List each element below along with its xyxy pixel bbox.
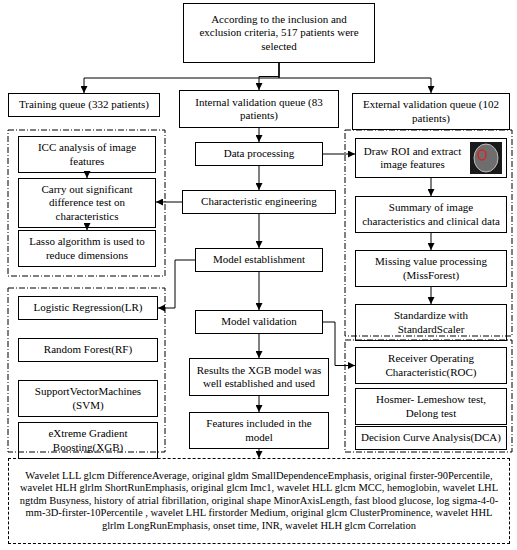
text-group: Characteristic engineering bbox=[201, 195, 317, 208]
process-box: Draw ROI and extract image features bbox=[355, 138, 507, 178]
box-text: Characteristic engineering bbox=[201, 195, 317, 208]
flow-arrow bbox=[431, 233, 432, 250]
process-box: Model establishment bbox=[195, 248, 323, 272]
box-text: Missing value processing (MissForest) bbox=[361, 255, 501, 281]
box-text: Model validation bbox=[221, 315, 296, 328]
box-text: Draw ROI and extract image features bbox=[361, 145, 464, 171]
text-group: Carry out significant difference test on… bbox=[24, 183, 150, 223]
text-group: Model validation bbox=[221, 315, 296, 328]
process-box: Receiver Operating Characteristic(ROC) bbox=[355, 347, 507, 384]
text-group: Data processing bbox=[224, 147, 295, 160]
feature-list-box: Wavelet LLL glcm DifferenceAverage, orig… bbox=[8, 458, 510, 544]
box-text: Lasso algorithm is used to reduce dimens… bbox=[24, 235, 150, 261]
text-group: eXtreme Gradient Boosting(XGB) bbox=[24, 427, 152, 453]
text-group: Receiver Operating Characteristic(ROC) bbox=[361, 352, 501, 378]
box-text: Training queue (332 patients) bbox=[19, 98, 149, 111]
process-box: Features included in the model bbox=[189, 412, 329, 449]
flow-arrow bbox=[279, 63, 431, 93]
brain-slice bbox=[474, 144, 498, 172]
box-text: Logistic Regression(LR) bbox=[33, 301, 142, 314]
flow-arrow bbox=[259, 272, 260, 310]
process-box: Model validation bbox=[195, 310, 323, 334]
flow-arrow bbox=[259, 449, 260, 458]
flow-arrow bbox=[259, 63, 279, 90]
process-box: Summary of image characteristics and cli… bbox=[355, 196, 507, 233]
process-box: Decision Curve Analysis(DCA) bbox=[355, 426, 507, 450]
roi-outline bbox=[478, 150, 486, 160]
flow-arrow bbox=[323, 154, 355, 155]
process-box: Hosmer- Lemeshow test, Delong test bbox=[355, 388, 507, 425]
box-text: Standardize with StandardScaler bbox=[361, 309, 501, 335]
text-group: Lasso algorithm is used to reduce dimens… bbox=[24, 235, 150, 261]
process-box: Training queue (332 patients) bbox=[8, 93, 160, 117]
flow-arrow bbox=[431, 178, 432, 196]
group-frame bbox=[345, 340, 512, 452]
process-box: External validation queue (102 patients) bbox=[352, 93, 510, 130]
process-box: Data processing bbox=[195, 142, 323, 166]
process-box: SupportVectorMachines (SVM) bbox=[18, 380, 158, 417]
process-box: ICC analysis of image features bbox=[18, 136, 156, 173]
box-text: Receiver Operating Characteristic(ROC) bbox=[361, 352, 501, 378]
process-box: Standardize with StandardScaler bbox=[355, 304, 507, 341]
box-text: SupportVectorMachines (SVM) bbox=[24, 385, 152, 411]
process-box: Results the XGB model was well establish… bbox=[189, 358, 329, 396]
text-group: Logistic Regression(LR) bbox=[33, 301, 142, 314]
text-group: Decision Curve Analysis(DCA) bbox=[361, 431, 501, 444]
flow-arrow bbox=[84, 63, 279, 93]
text-group: SupportVectorMachines (SVM) bbox=[24, 385, 152, 411]
text-group: Training queue (332 patients) bbox=[19, 98, 149, 111]
box-text: Summary of image characteristics and cli… bbox=[361, 201, 501, 227]
box-text: External validation queue (102 patients) bbox=[358, 98, 504, 124]
text-group: Internal validation queue (83 patients) bbox=[185, 96, 333, 122]
flow-arrow bbox=[431, 287, 432, 304]
group-frame bbox=[8, 130, 165, 276]
box-text: Features included in the model bbox=[195, 417, 323, 443]
text-group: Features included in the model bbox=[195, 417, 323, 443]
text-group: Results the XGB model was well establish… bbox=[195, 364, 323, 390]
flow-arrow bbox=[158, 260, 195, 308]
box-text: Model establishment bbox=[213, 253, 305, 266]
process-box: Missing value processing (MissForest) bbox=[355, 250, 507, 287]
text-group: According to the inclusion and exclusion… bbox=[189, 13, 369, 53]
text-group: Draw ROI and extract image features bbox=[361, 145, 464, 171]
flow-arrow bbox=[259, 214, 260, 248]
box-text: Data processing bbox=[224, 147, 295, 160]
start-box: According to the inclusion and exclusion… bbox=[183, 3, 375, 63]
box-text: ICC analysis of image features bbox=[24, 141, 150, 167]
process-box: Logistic Regression(LR) bbox=[18, 296, 158, 320]
text-group: Hosmer- Lemeshow test, Delong test bbox=[361, 393, 501, 419]
process-box: Random Forest(RF) bbox=[18, 338, 158, 362]
box-text: According to the inclusion and exclusion… bbox=[189, 13, 369, 53]
flow-arrow bbox=[156, 202, 182, 203]
process-box: Lasso algorithm is used to reduce dimens… bbox=[18, 230, 156, 267]
text-group: Random Forest(RF) bbox=[44, 343, 132, 356]
box-text: Random Forest(RF) bbox=[44, 343, 132, 356]
flow-arrow bbox=[259, 334, 260, 358]
ct-background bbox=[470, 142, 502, 174]
text-group: External validation queue (102 patients) bbox=[358, 98, 504, 124]
flow-arrow bbox=[259, 166, 260, 190]
text-group: Wavelet LLL glcm DifferenceAverage, orig… bbox=[14, 470, 504, 532]
flow-arrow bbox=[259, 128, 260, 142]
box-text: Hosmer- Lemeshow test, Delong test bbox=[361, 393, 501, 419]
process-box: eXtreme Gradient Boosting(XGB) bbox=[18, 422, 158, 459]
process-box: Internal validation queue (83 patients) bbox=[179, 90, 339, 128]
process-box: Carry out significant difference test on… bbox=[18, 178, 156, 228]
text-group: Model establishment bbox=[213, 253, 305, 266]
box-text: Results the XGB model was well establish… bbox=[195, 364, 323, 390]
flow-arrow bbox=[259, 396, 260, 412]
text-group: Standardize with StandardScaler bbox=[361, 309, 501, 335]
text-group: Summary of image characteristics and cli… bbox=[361, 201, 501, 227]
process-box: Characteristic engineering bbox=[182, 190, 336, 214]
box-text: Carry out significant difference test on… bbox=[24, 183, 150, 223]
text-group: Missing value processing (MissForest) bbox=[361, 255, 501, 281]
box-text: Wavelet LLL glcm DifferenceAverage, orig… bbox=[14, 470, 504, 532]
box-text: eXtreme Gradient Boosting(XGB) bbox=[24, 427, 152, 453]
box-text: Internal validation queue (83 patients) bbox=[185, 96, 333, 122]
box-text: Decision Curve Analysis(DCA) bbox=[361, 431, 501, 444]
text-group: ICC analysis of image features bbox=[24, 141, 150, 167]
group-frame bbox=[345, 130, 512, 336]
